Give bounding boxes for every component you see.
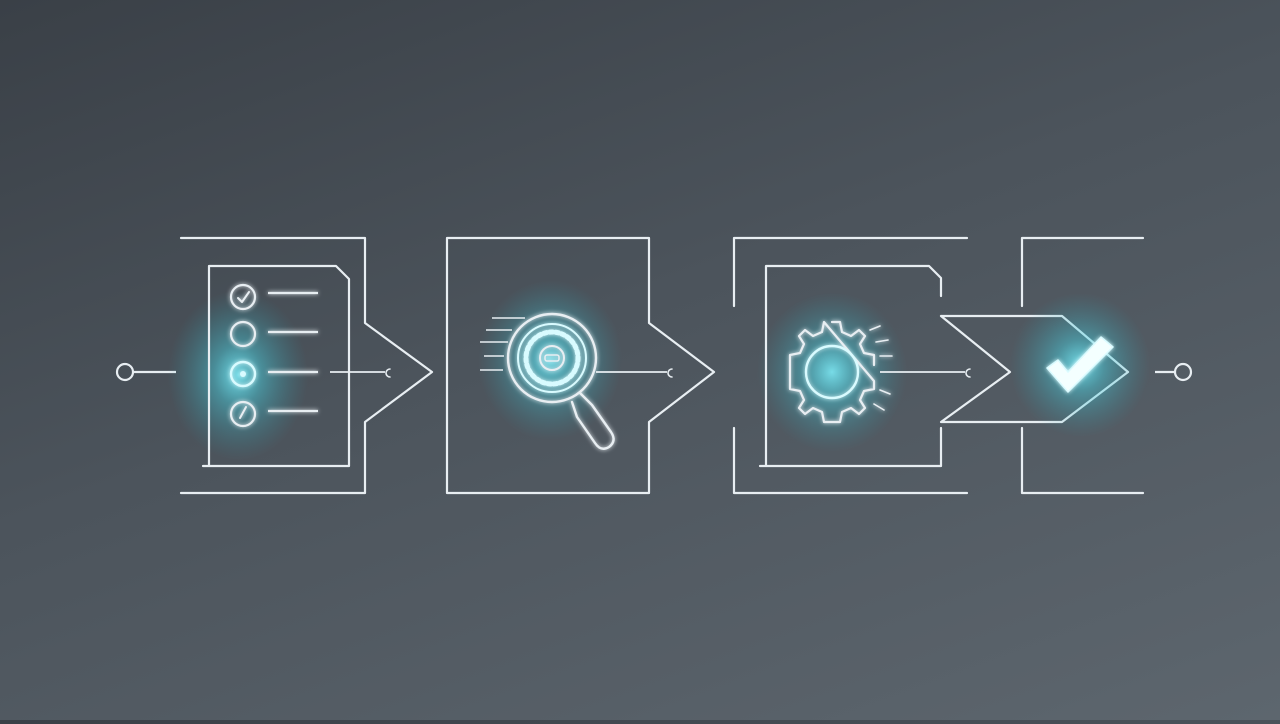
step-complete xyxy=(1010,236,1150,495)
checklist-glow xyxy=(168,290,308,460)
flow-start-connector xyxy=(115,362,176,382)
magnifier-handle xyxy=(570,391,615,450)
step-frame-arrow xyxy=(445,236,716,495)
step-process xyxy=(732,236,1130,495)
gear-icon xyxy=(788,320,893,424)
step-checklist xyxy=(168,236,434,495)
step-search xyxy=(445,236,716,495)
flow-end-connector xyxy=(1155,362,1193,382)
checkmark-icon xyxy=(1046,336,1114,393)
magnifier-icon xyxy=(506,312,615,450)
step-frame-bracket xyxy=(1020,236,1145,495)
document-outline xyxy=(758,264,943,468)
step-frame-arrow xyxy=(179,236,434,495)
motion-lines xyxy=(480,317,525,371)
gear-glow xyxy=(757,292,907,452)
step-frame-bracket xyxy=(732,236,969,495)
checklist-icon xyxy=(229,283,318,428)
